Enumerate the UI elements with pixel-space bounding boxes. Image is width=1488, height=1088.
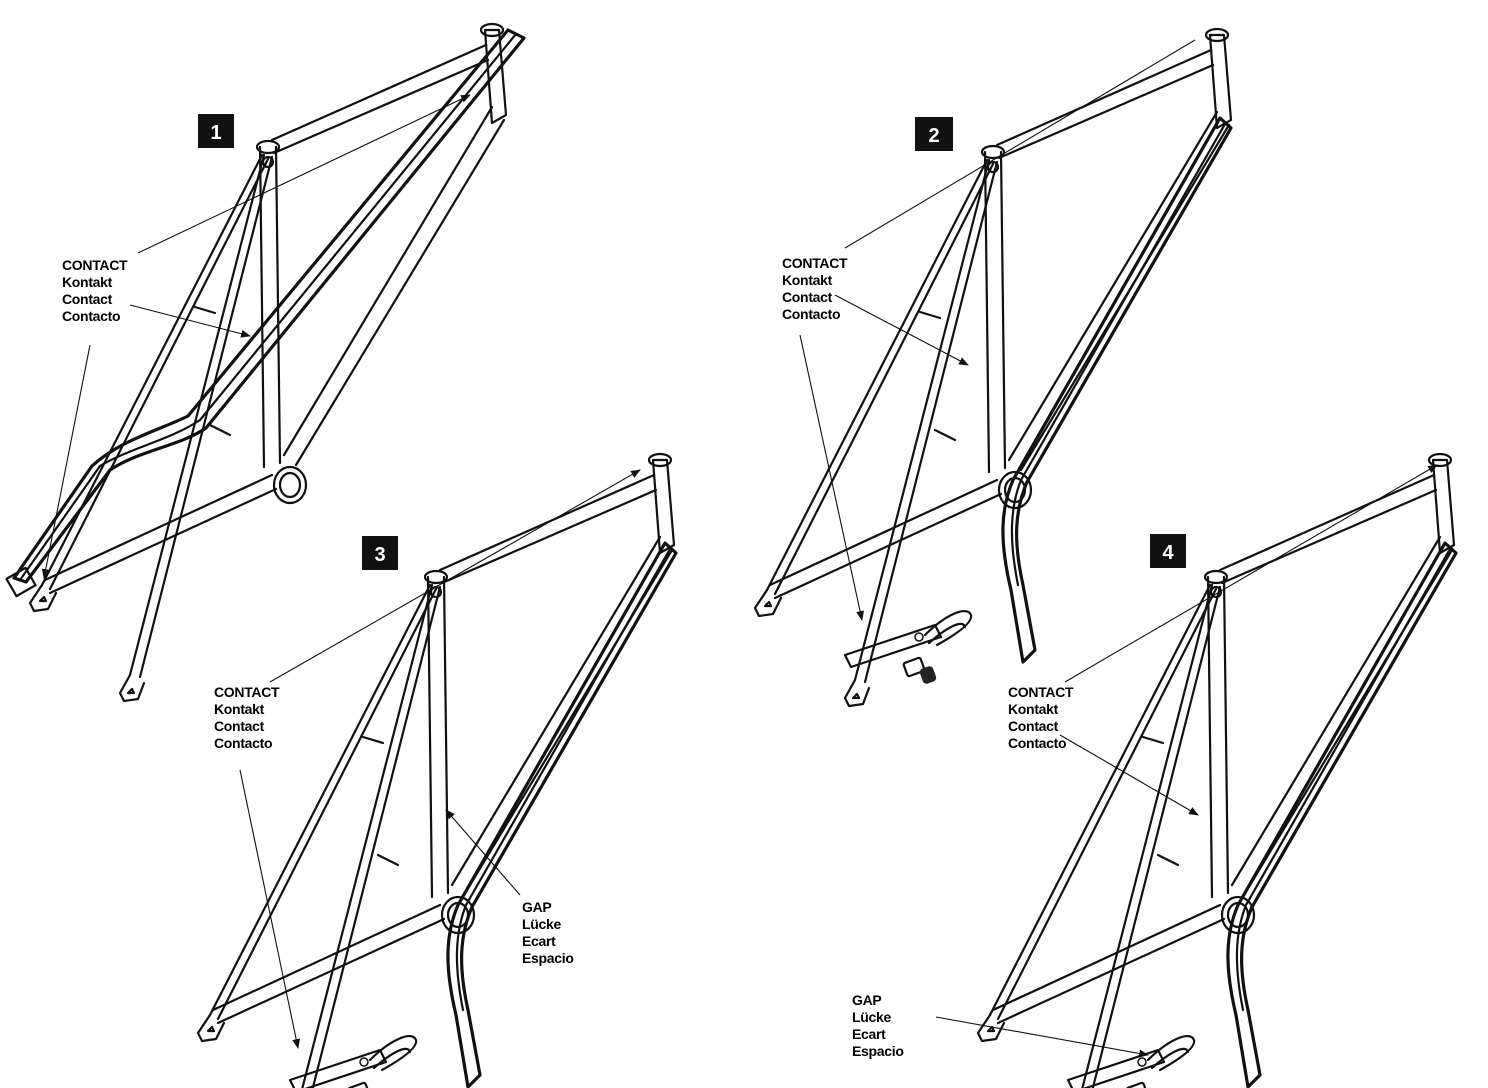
step-number: 3 bbox=[374, 544, 385, 566]
step-3-illustration: 3 CONTACT Kontakt Contact Contacto GAP L… bbox=[196, 452, 678, 1088]
contact-label: CONTACT Kontakt Contact Contacto bbox=[782, 255, 851, 322]
bike-carrier-arm-4 bbox=[1226, 541, 1458, 1088]
bike-carrier-arm-2 bbox=[1001, 116, 1233, 664]
bicycle-frame-3 bbox=[196, 452, 676, 1088]
bicycle-frame-4 bbox=[976, 452, 1456, 1088]
contact-label: CONTACT Kontakt Contact Contacto bbox=[214, 684, 283, 751]
step-number: 1 bbox=[210, 122, 221, 144]
contact-label: CONTACT Kontakt Contact Contacto bbox=[62, 257, 131, 324]
step-number: 2 bbox=[928, 125, 939, 147]
step-badge bbox=[198, 114, 234, 148]
step-2-illustration: 2 CONTACT Kontakt Contact Contacto bbox=[753, 27, 1233, 708]
gap-label: GAP Lücke Ecart Espacio bbox=[522, 899, 574, 966]
contact-label: CONTACT Kontakt Contact Contacto bbox=[1008, 684, 1077, 751]
bike-carrier-arm-3 bbox=[446, 541, 678, 1088]
bicycle-frame-2 bbox=[753, 27, 1233, 708]
gap-label: GAP Lücke Ecart Espacio bbox=[852, 992, 904, 1059]
step-number: 4 bbox=[1162, 542, 1174, 564]
step-1-illustration: 1 CONTACT Kontakt Contact Contacto bbox=[5, 22, 526, 703]
step-4-illustration: 4 CONTACT Kontakt Contact Contacto GAP L… bbox=[852, 452, 1458, 1088]
bike-carrier-clamp-2 bbox=[843, 609, 973, 687]
bike-carrier-arm-1 bbox=[12, 28, 526, 584]
bicycle-frame-1 bbox=[28, 22, 508, 703]
